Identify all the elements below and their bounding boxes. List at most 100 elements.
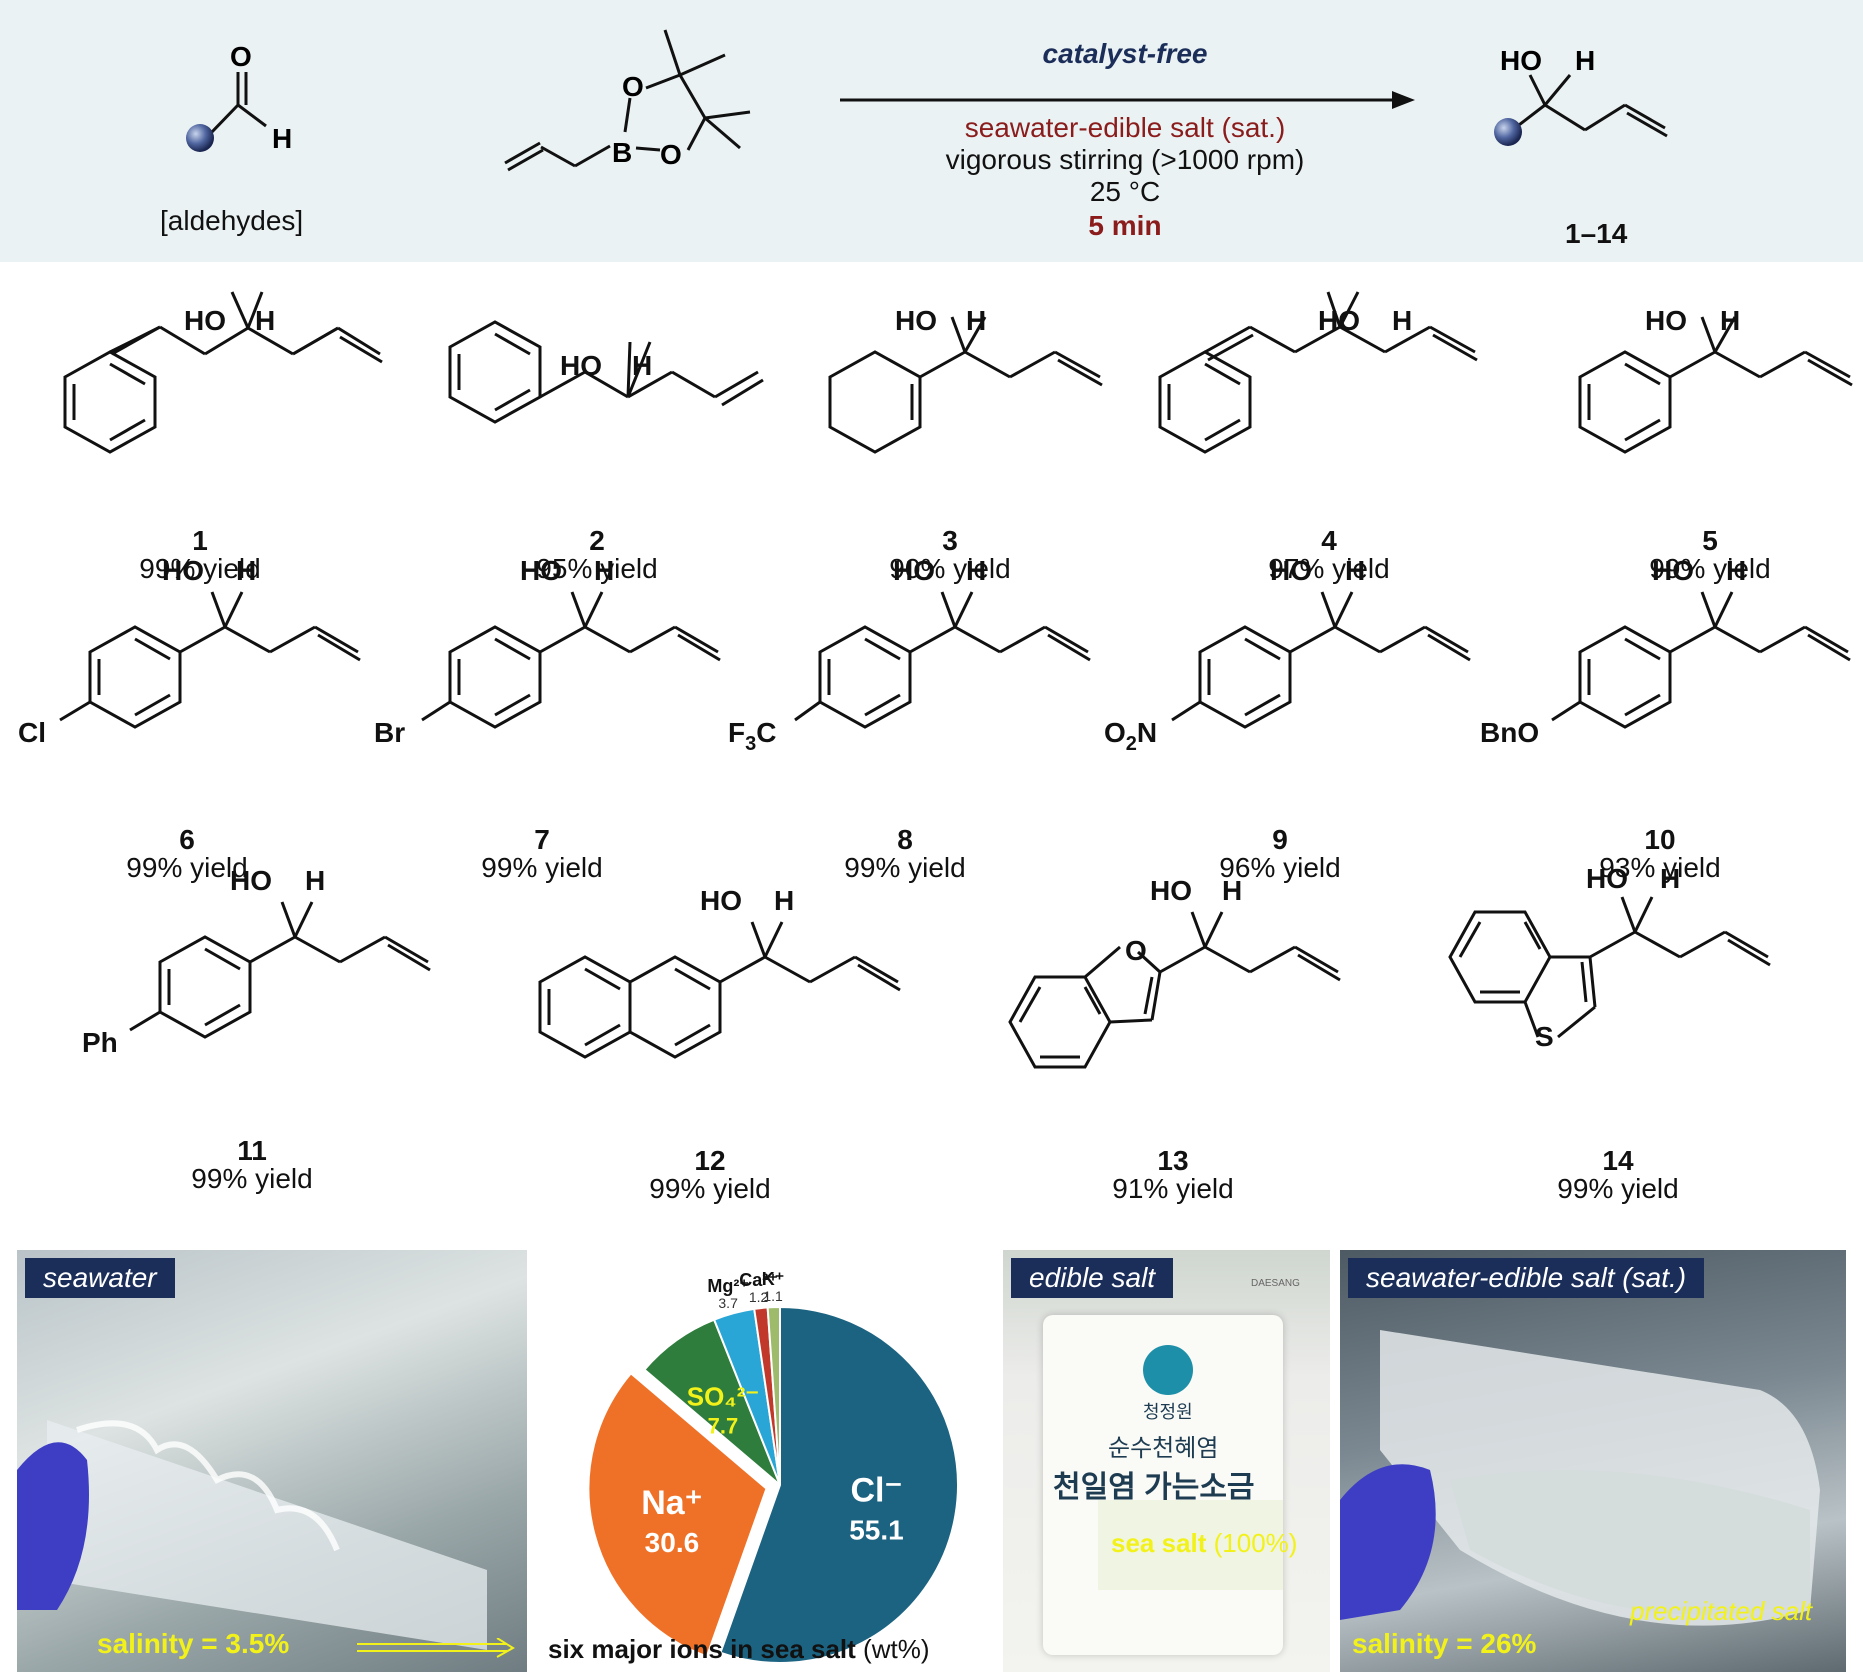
pie-slice-value: 55.1 bbox=[849, 1515, 904, 1546]
c9-ho: HO bbox=[1270, 555, 1312, 586]
product-ho: HO bbox=[1500, 45, 1542, 76]
c4-ho: HO bbox=[1318, 305, 1360, 336]
pie-slice bbox=[587, 1371, 768, 1658]
condition-temperature: 25 °C bbox=[1089, 176, 1161, 207]
aldehyde-structure bbox=[208, 72, 267, 136]
sea-salt-percent: (100%) bbox=[1213, 1528, 1298, 1558]
compound-yield: 99% yield bbox=[481, 852, 603, 883]
aldehyde-o: O bbox=[230, 41, 252, 72]
compound-10-structure bbox=[1551, 591, 1851, 729]
compound-9-structure bbox=[1171, 591, 1471, 729]
compound-5-structure bbox=[1578, 316, 1853, 454]
pie-slice-label: SO₄²⁻ bbox=[687, 1381, 759, 1411]
reaction-scheme-panel bbox=[0, 0, 1863, 262]
flask-illustration bbox=[1340, 1330, 1820, 1626]
pie-slice-label: Na⁺ bbox=[641, 1484, 702, 1522]
pie-slice bbox=[719, 1305, 959, 1664]
c1-ho: HO bbox=[184, 305, 226, 336]
compound-number: 2 bbox=[589, 525, 605, 556]
precipitated-salt-label: precipitated salt bbox=[1630, 1596, 1813, 1626]
compound-number: 11 bbox=[237, 1135, 267, 1166]
pie-slice-value: 7.7 bbox=[708, 1413, 739, 1438]
brand-logo-icon bbox=[1143, 1345, 1193, 1395]
condition-medium: seawater-edible salt (sat.) bbox=[964, 112, 1286, 143]
pie-slice-value: 30.6 bbox=[645, 1527, 700, 1558]
compound-3-structure bbox=[828, 316, 1103, 454]
sea-salt-label: sea salt (100%) bbox=[1111, 1528, 1297, 1559]
saturated-solution-photo: seawater-edible salt (sat.) precipitated… bbox=[1340, 1250, 1846, 1672]
compound-number: 3 bbox=[942, 525, 958, 556]
salinity-arrow-icon bbox=[357, 1638, 515, 1658]
c11-h: H bbox=[305, 865, 325, 896]
c13-ho: HO bbox=[1150, 875, 1192, 906]
compound-yield: 90% yield bbox=[889, 553, 1011, 584]
pie-slice-label: Mg²⁺ bbox=[707, 1276, 748, 1296]
compound-number: 13 bbox=[1157, 1145, 1189, 1176]
edible-salt-photo: 청정원 순수천혜염 천일염 가는소금 sea salt (100%) DAESA… bbox=[1003, 1250, 1330, 1672]
c7-substituent: Br bbox=[374, 717, 405, 748]
c12-ho: HO bbox=[700, 885, 742, 916]
reaction-arrow-head-icon bbox=[1392, 91, 1415, 109]
c9-h: H bbox=[1345, 555, 1365, 586]
c1-h: H bbox=[255, 305, 275, 336]
c7-ho: HO bbox=[520, 555, 562, 586]
c11-substituent: Ph bbox=[82, 1027, 118, 1058]
compound-yield: 97% yield bbox=[1268, 553, 1390, 584]
compound-number: 9 bbox=[1272, 824, 1288, 855]
compound-13-structure bbox=[1008, 911, 1341, 1069]
compound-yield: 99% yield bbox=[1649, 553, 1771, 584]
compound-6-structure bbox=[59, 591, 361, 729]
c6-ho: HO bbox=[162, 555, 204, 586]
c14-hetero-s: S bbox=[1535, 1021, 1554, 1052]
boronate-o1: O bbox=[622, 71, 644, 102]
c8-substituent: F3C bbox=[728, 717, 776, 755]
compound-yield: 99% yield bbox=[649, 1173, 771, 1204]
sea-salt-ion-pie-chart: Cl⁻55.1Na⁺30.6SO₄²⁻7.7Mg²⁺3.7Ca²⁺1.2K⁺1.… bbox=[587, 1269, 959, 1664]
aldehyde-h: H bbox=[272, 123, 292, 154]
c13-h: H bbox=[1222, 875, 1242, 906]
c12-h: H bbox=[774, 885, 794, 916]
package-window bbox=[1098, 1500, 1283, 1590]
c11-ho: HO bbox=[230, 865, 272, 896]
c8-ho: HO bbox=[893, 555, 935, 586]
product-ball-icon bbox=[1494, 118, 1522, 146]
compound-yield: 99% yield bbox=[1557, 1173, 1679, 1204]
c8-h: H bbox=[966, 555, 986, 586]
saturated-salinity: salinity = 26% bbox=[1352, 1628, 1537, 1659]
compound-yield: 95% yield bbox=[536, 553, 658, 584]
c6-substituent: Cl bbox=[18, 717, 46, 748]
compound-number: 6 bbox=[179, 824, 195, 855]
pie-chart-title-unit: (wt%) bbox=[863, 1634, 930, 1664]
pie-chart-title: six major ions in sea salt (wt%) bbox=[548, 1634, 929, 1665]
compound-yield: 99% yield bbox=[139, 553, 261, 584]
sea-salt-text: sea salt bbox=[1111, 1528, 1207, 1558]
compound-14-structure bbox=[1448, 896, 1771, 1039]
c6-h: H bbox=[236, 555, 256, 586]
compound-7-structure bbox=[421, 591, 721, 729]
condition-time: 5 min bbox=[1088, 210, 1162, 241]
compound-number: 7 bbox=[534, 824, 550, 855]
pie-slice-label: K⁺ bbox=[762, 1269, 785, 1289]
package-line2: 천일염 가는소금 bbox=[1053, 1471, 1255, 1504]
product-h: H bbox=[1575, 45, 1595, 76]
c2-h: H bbox=[632, 350, 652, 381]
compound-number: 14 bbox=[1602, 1145, 1634, 1176]
c14-ho: HO bbox=[1586, 863, 1628, 894]
pie-slice-label: Ca²⁺ bbox=[739, 1270, 778, 1290]
edible-salt-tag: edible salt bbox=[1011, 1258, 1174, 1298]
condition-stirring: vigorous stirring (>1000 rpm) bbox=[945, 144, 1305, 175]
c7-h: H bbox=[594, 555, 614, 586]
maker-label: DAESANG bbox=[1251, 1278, 1300, 1289]
c13-hetero-o: O bbox=[1125, 935, 1147, 966]
compound-2-structure bbox=[448, 320, 764, 424]
c10-substituent: BnO bbox=[1480, 717, 1539, 748]
compound-8-structure bbox=[794, 591, 1091, 729]
c5-ho: HO bbox=[1645, 305, 1687, 336]
c4-h: H bbox=[1392, 305, 1412, 336]
package-line1: 순수천혜염 bbox=[1108, 1435, 1219, 1462]
aldehyde-label: [aldehydes] bbox=[160, 205, 304, 236]
substituent-ball-icon bbox=[186, 124, 214, 152]
allylboronate-structure bbox=[504, 29, 751, 172]
c9-substituent: O2N bbox=[1104, 717, 1157, 755]
c3-ho: HO bbox=[895, 305, 937, 336]
